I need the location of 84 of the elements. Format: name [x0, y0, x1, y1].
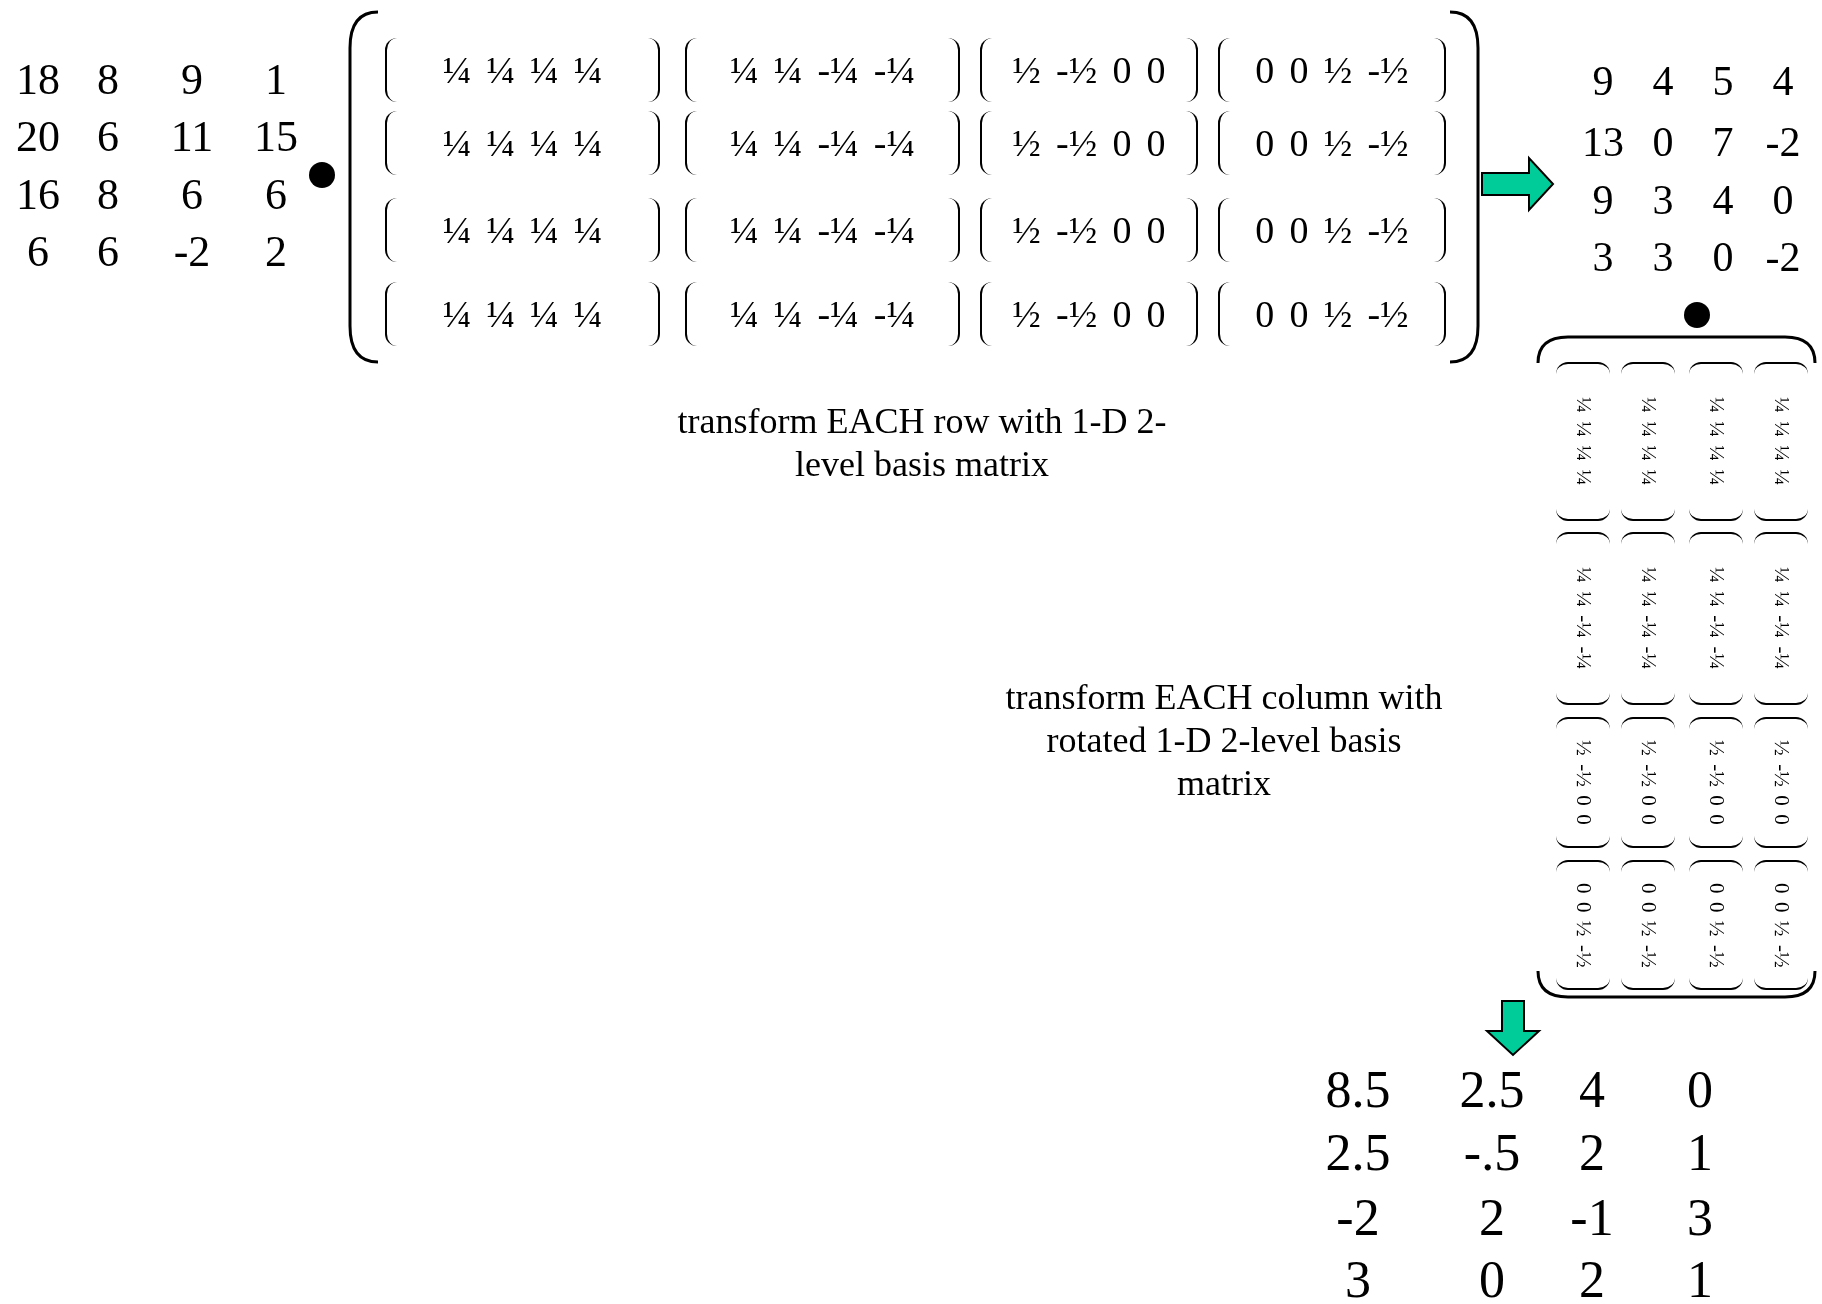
- basis-vector: ¼ ¼ -¼ -¼: [1556, 532, 1610, 705]
- basis-vector: ¼ ¼ -¼ -¼: [1689, 532, 1743, 705]
- matrix-entry: -2: [173, 230, 211, 274]
- matrix-entry: 6: [97, 115, 119, 159]
- matrix-entry: 15: [254, 115, 298, 159]
- matrix-entry: 3: [1345, 1254, 1371, 1304]
- matrix-entry: 4: [1579, 1064, 1605, 1116]
- basis-vector: ¼ ¼ ¼ ¼: [385, 111, 660, 175]
- matrix-entry: 9: [181, 58, 203, 102]
- matrix-entry: 1: [1687, 1254, 1713, 1304]
- basis-vector: ¼ ¼ -¼ -¼: [1621, 532, 1675, 705]
- matrix-entry: 2: [1579, 1127, 1605, 1179]
- matrix-entry: 6: [97, 230, 119, 274]
- basis-vector: ¼ ¼ ¼ ¼: [1754, 362, 1808, 521]
- basis-vector: ¼ ¼ -¼ -¼: [685, 111, 960, 175]
- matrix-entry: -2: [1336, 1192, 1380, 1244]
- matrix-entry: 8: [97, 58, 119, 102]
- matrix-entry: 5: [1712, 60, 1734, 102]
- matrix-entry: 4: [1772, 60, 1794, 102]
- matrix-entry: 0: [1652, 121, 1674, 163]
- basis-vector: 0 0 ½ -½: [1621, 860, 1675, 990]
- matrix-entry: -2: [1765, 236, 1801, 278]
- basis-vector: ½ -½ 0 0: [1689, 717, 1743, 848]
- basis-vector: 0 0 ½ -½: [1754, 860, 1808, 990]
- matrix-entry: 18: [16, 58, 60, 102]
- basis-vector: ½ -½ 0 0: [980, 38, 1198, 102]
- basis-vector: ¼ ¼ -¼ -¼: [685, 198, 960, 262]
- matrix-entry: -2: [1765, 121, 1801, 163]
- matrix-entry: 3: [1592, 236, 1614, 278]
- matrix-entry: 9: [1592, 60, 1614, 102]
- matrix-entry: 2.5: [1325, 1127, 1391, 1179]
- matrix-entry: 3: [1687, 1192, 1713, 1244]
- basis-vector: ¼ ¼ ¼ ¼: [1689, 362, 1743, 521]
- basis-vector: ½ -½ 0 0: [1621, 717, 1675, 848]
- block-arrow: [1484, 1000, 1542, 1057]
- matrix-entry: 3: [1652, 179, 1674, 221]
- matrix-entry: 6: [27, 230, 49, 274]
- basis-vector: 0 0 ½ -½: [1556, 860, 1610, 990]
- matrix-entry: 1: [1687, 1127, 1713, 1179]
- block-arrow: [1481, 155, 1555, 213]
- caption: transform EACH column with rotated 1-D 2-level basis matrix: [1004, 676, 1444, 806]
- matrix-entry: 9: [1592, 179, 1614, 221]
- matrix-entry: 2.5: [1459, 1064, 1525, 1116]
- basis-vector: ¼ ¼ ¼ ¼: [1621, 362, 1675, 521]
- matrix-entry: 4: [1652, 60, 1674, 102]
- matrix-entry: 13: [1582, 121, 1624, 163]
- matrix-entry: 4: [1712, 179, 1734, 221]
- matrix-entry: 6: [265, 173, 287, 217]
- matrix-entry: 7: [1712, 121, 1734, 163]
- matrix-entry: -1: [1570, 1192, 1614, 1244]
- matrix-entry: 2: [1479, 1192, 1505, 1244]
- basis-vector: ½ -½ 0 0: [980, 111, 1198, 175]
- basis-vector: ½ -½ 0 0: [1754, 717, 1808, 848]
- matrix-entry: 2: [265, 230, 287, 274]
- basis-vector: 0 0 ½ -½: [1218, 198, 1446, 262]
- matrix-entry: 8.5: [1325, 1064, 1391, 1116]
- basis-vector: 0 0 ½ -½: [1218, 282, 1446, 346]
- matrix-entry: 8: [97, 173, 119, 217]
- matrix-entry: -.5: [1463, 1127, 1521, 1179]
- matrix-entry: 3: [1652, 236, 1674, 278]
- basis-vector: ½ -½ 0 0: [980, 198, 1198, 262]
- matrix-entry: 0: [1479, 1254, 1505, 1304]
- basis-vector: 0 0 ½ -½: [1218, 38, 1446, 102]
- caption: transform EACH row with 1-D 2-level basis matrix: [676, 400, 1168, 487]
- basis-vector: 0 0 ½ -½: [1689, 860, 1743, 990]
- basis-vector: 0 0 ½ -½: [1218, 111, 1446, 175]
- matrix-entry: 0: [1772, 179, 1794, 221]
- matrix-entry: 1: [265, 58, 287, 102]
- basis-vector: ¼ ¼ ¼ ¼: [1556, 362, 1610, 521]
- matrix-entry: 2: [1579, 1254, 1605, 1304]
- basis-vector: ¼ ¼ -¼ -¼: [685, 282, 960, 346]
- matrix-entry: 6: [181, 173, 203, 217]
- matrix-entry: 16: [16, 173, 60, 217]
- basis-vector: ½ -½ 0 0: [1556, 717, 1610, 848]
- matrix-entry: 11: [170, 115, 214, 159]
- basis-vector: ¼ ¼ ¼ ¼: [385, 38, 660, 102]
- basis-vector: ¼ ¼ ¼ ¼: [385, 198, 660, 262]
- basis-vector: ¼ ¼ ¼ ¼: [385, 282, 660, 346]
- matrix-entry: 0: [1687, 1064, 1713, 1116]
- matrix-entry: 20: [16, 115, 60, 159]
- basis-vector: ¼ ¼ -¼ -¼: [685, 38, 960, 102]
- matrix-entry: 0: [1712, 236, 1734, 278]
- basis-vector: ½ -½ 0 0: [980, 282, 1198, 346]
- basis-vector: ¼ ¼ -¼ -¼: [1754, 532, 1808, 705]
